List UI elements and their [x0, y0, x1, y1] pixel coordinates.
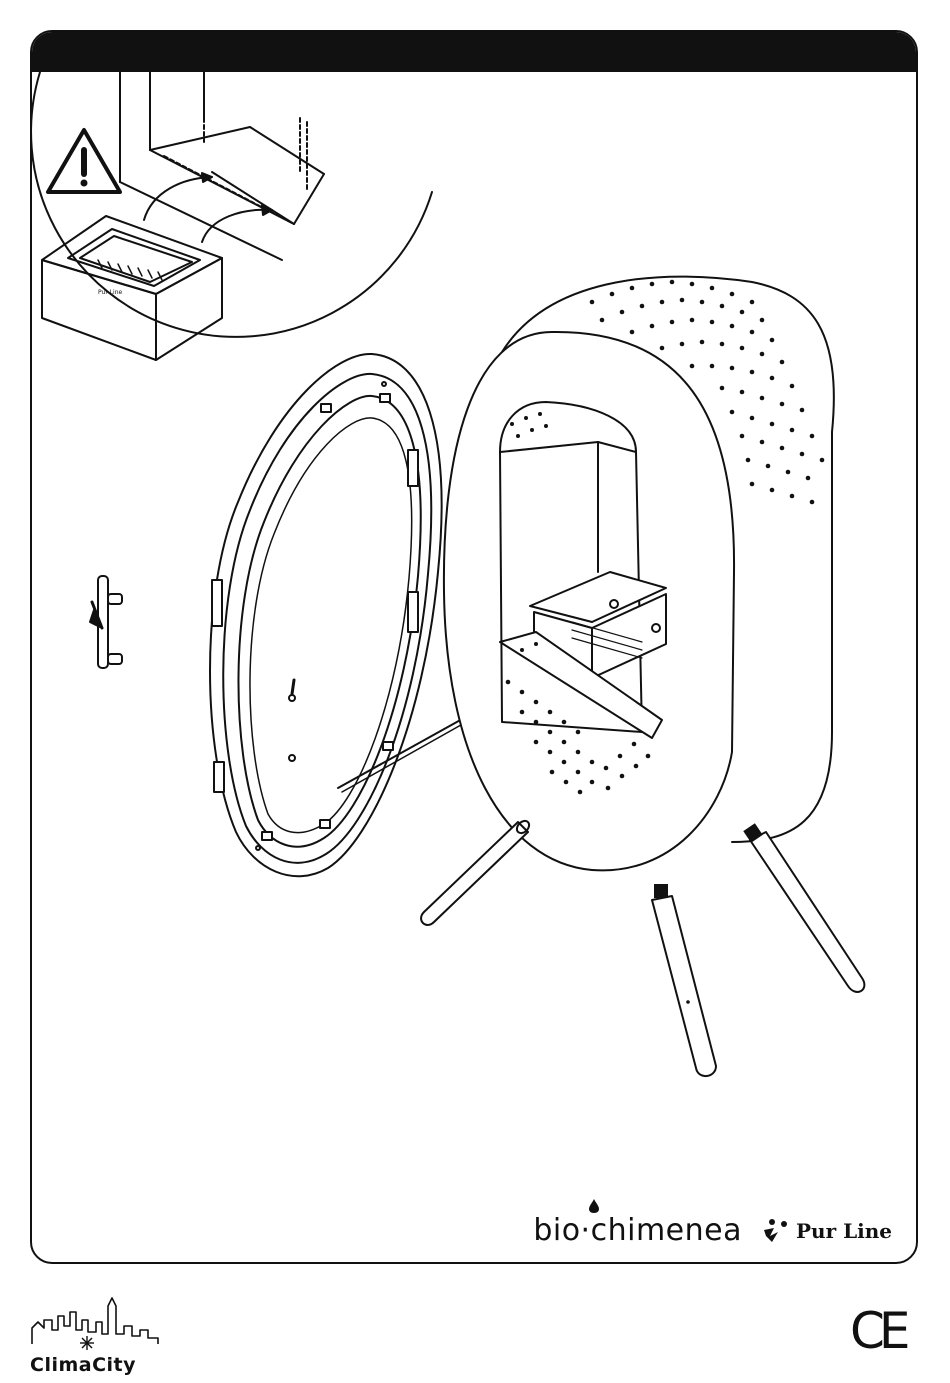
fireplace-body [444, 277, 834, 871]
page-frame: Pur Line [30, 30, 918, 1264]
snowflake-icon [80, 1336, 94, 1350]
purline-logo: Pur Line [760, 1218, 892, 1244]
biochimenea-text: bio·chimenea [533, 1213, 742, 1248]
door-part [210, 354, 442, 876]
climacity-text: ClimaCity [30, 1354, 136, 1376]
purline-text: Pur Line [796, 1219, 892, 1243]
climacity-logo: ClimaCity [30, 1296, 160, 1376]
leg-left [421, 819, 531, 925]
warning-triangle-icon [48, 130, 120, 192]
handle-part [90, 576, 122, 668]
brand-logos: bio·chimenea Pur Line [533, 1213, 892, 1248]
assembly-drawing: Pur Line [32, 32, 918, 1264]
ce-mark: CE [850, 1306, 905, 1356]
detail-inset: Pur Line [32, 72, 432, 360]
flame-drop-icon [589, 1199, 599, 1213]
city-skyline-icon [30, 1296, 160, 1348]
leg-middle [652, 884, 716, 1076]
leg-right [743, 823, 864, 992]
biochimenea-logo: bio·chimenea [533, 1213, 742, 1248]
purline-mark-icon [760, 1218, 790, 1244]
svg-text:Pur Line: Pur Line [98, 289, 123, 296]
